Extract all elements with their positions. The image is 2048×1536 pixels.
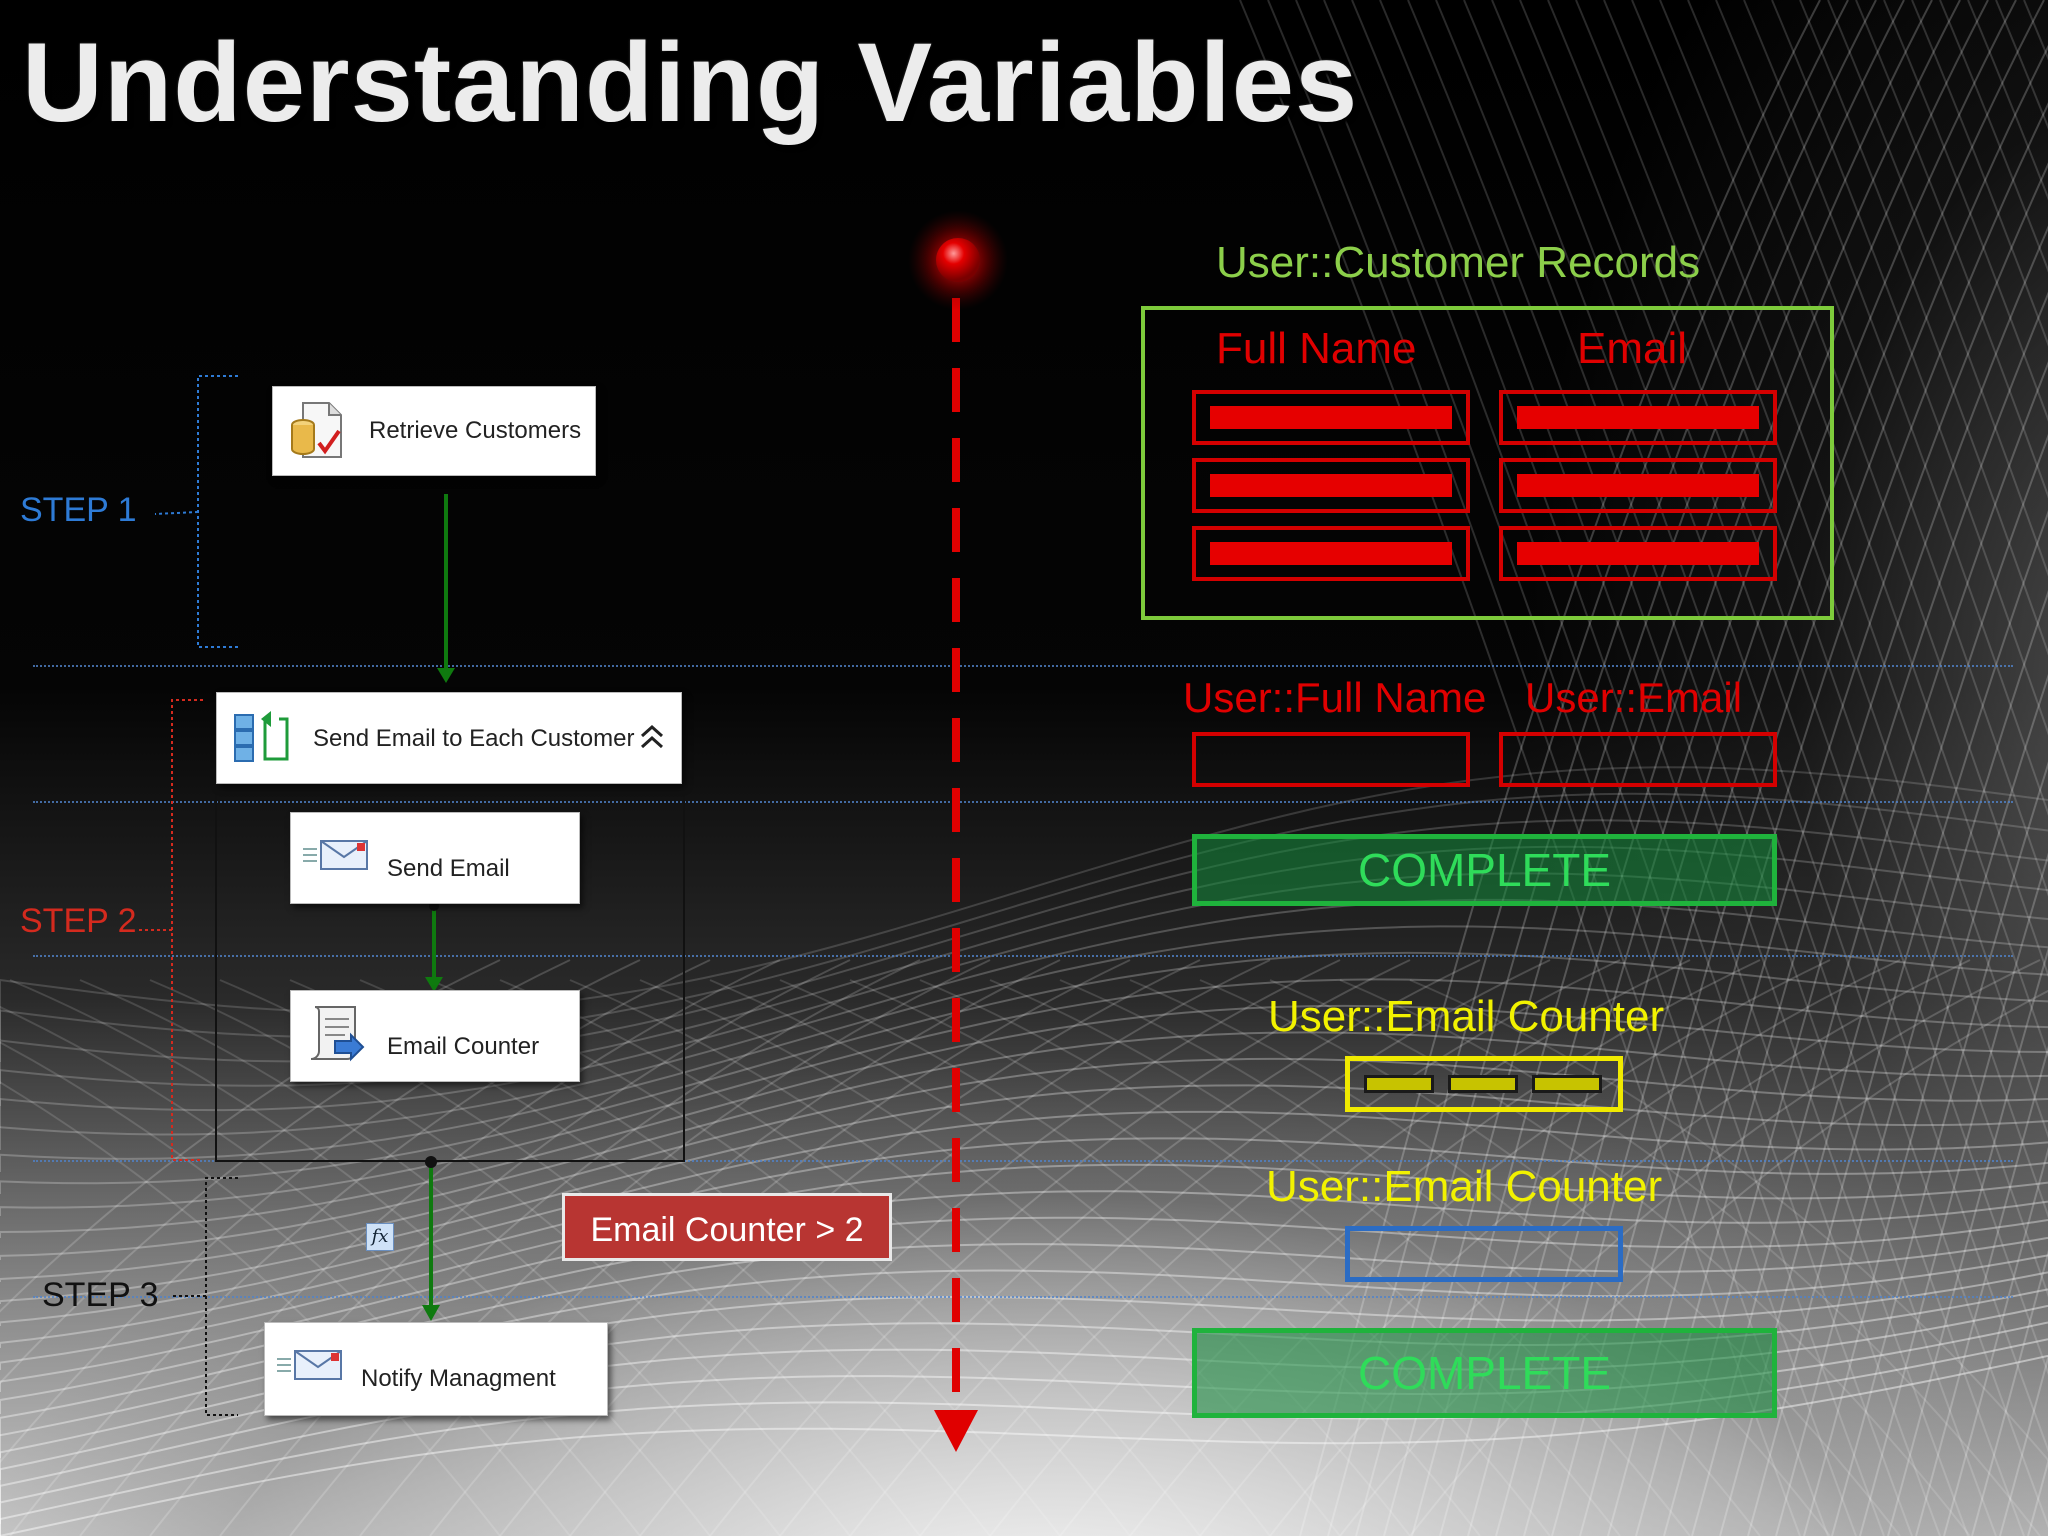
task-notify-management[interactable]: Notify Managment bbox=[264, 1322, 608, 1416]
timeline-arrowhead bbox=[934, 1410, 978, 1452]
task-label: Send Email to Each Customer bbox=[313, 725, 635, 752]
email-variable-title: User::Email bbox=[1525, 674, 1743, 721]
record-value-bar bbox=[1210, 542, 1452, 565]
step2-bracket bbox=[171, 699, 203, 1161]
task-label: Email Counter bbox=[387, 1033, 540, 1060]
task-label: Notify Managment bbox=[361, 1365, 556, 1392]
record-full-name-cell bbox=[1192, 458, 1470, 513]
email-variable-box bbox=[1499, 732, 1777, 787]
full-name-variable-title: User::Full Name bbox=[1183, 674, 1487, 721]
customer-records-box bbox=[1141, 306, 1834, 620]
record-full-name-cell bbox=[1192, 390, 1470, 445]
complete-status-2: COMPLETE bbox=[1192, 1328, 1777, 1418]
counter-unit bbox=[1532, 1075, 1602, 1093]
send-mail-icon bbox=[303, 840, 368, 870]
step3-label: STEP 3 bbox=[42, 1276, 159, 1314]
script-scroll-icon bbox=[310, 1006, 365, 1062]
record-value-bar bbox=[1517, 542, 1759, 565]
complete-status-1: COMPLETE bbox=[1192, 834, 1777, 906]
task-send-email[interactable]: Send Email bbox=[290, 812, 580, 904]
full-name-variable-box bbox=[1192, 732, 1470, 787]
step-separator bbox=[33, 801, 2013, 803]
record-value-bar bbox=[1210, 406, 1452, 429]
task-foreach-send-email[interactable]: Send Email to Each Customer bbox=[216, 692, 682, 784]
record-full-name-cell bbox=[1192, 526, 1470, 581]
expand-collapse-icon[interactable] bbox=[639, 723, 665, 751]
step-separator bbox=[33, 1296, 2013, 1298]
precedence-condition-label: Email Counter > 2 bbox=[562, 1193, 892, 1261]
task-retrieve-customers[interactable]: Retrieve Customers bbox=[272, 386, 596, 476]
step3-bracket bbox=[205, 1177, 238, 1416]
foreach-loop-icon bbox=[234, 711, 289, 762]
step1-bracket bbox=[197, 375, 238, 648]
counter-unit bbox=[1448, 1075, 1518, 1093]
record-email-cell bbox=[1499, 390, 1777, 445]
timeline-start-ball bbox=[936, 238, 980, 282]
email-counter-title-2: User::Email Counter bbox=[1266, 1162, 1663, 1211]
task-label: Send Email bbox=[387, 855, 510, 882]
record-value-bar bbox=[1210, 474, 1452, 497]
email-counter-box-1 bbox=[1345, 1056, 1623, 1112]
record-value-bar bbox=[1517, 474, 1759, 497]
task-label: Retrieve Customers bbox=[369, 417, 582, 444]
column-email: Email bbox=[1577, 324, 1688, 373]
record-email-cell bbox=[1499, 526, 1777, 581]
database-document-icon bbox=[291, 402, 342, 458]
page-title: Understanding Variables bbox=[22, 20, 1359, 145]
send-mail-icon bbox=[277, 1350, 342, 1380]
step2-label: STEP 2 bbox=[20, 902, 137, 940]
step-separator bbox=[33, 955, 2013, 957]
customer-records-title: User::Customer Records bbox=[1216, 238, 1701, 287]
counter-unit bbox=[1364, 1075, 1434, 1093]
task-email-counter[interactable]: Email Counter bbox=[290, 990, 580, 1082]
column-full-name: Full Name bbox=[1216, 324, 1417, 373]
step-separator bbox=[33, 1160, 2013, 1162]
email-counter-title-1: User::Email Counter bbox=[1268, 992, 1665, 1041]
step1-label: STEP 1 bbox=[20, 491, 137, 529]
step-separator bbox=[33, 665, 2013, 667]
record-value-bar bbox=[1517, 406, 1759, 429]
email-counter-box-2 bbox=[1345, 1226, 1623, 1282]
expression-fx-icon[interactable]: fx bbox=[366, 1223, 394, 1251]
record-email-cell bbox=[1499, 458, 1777, 513]
